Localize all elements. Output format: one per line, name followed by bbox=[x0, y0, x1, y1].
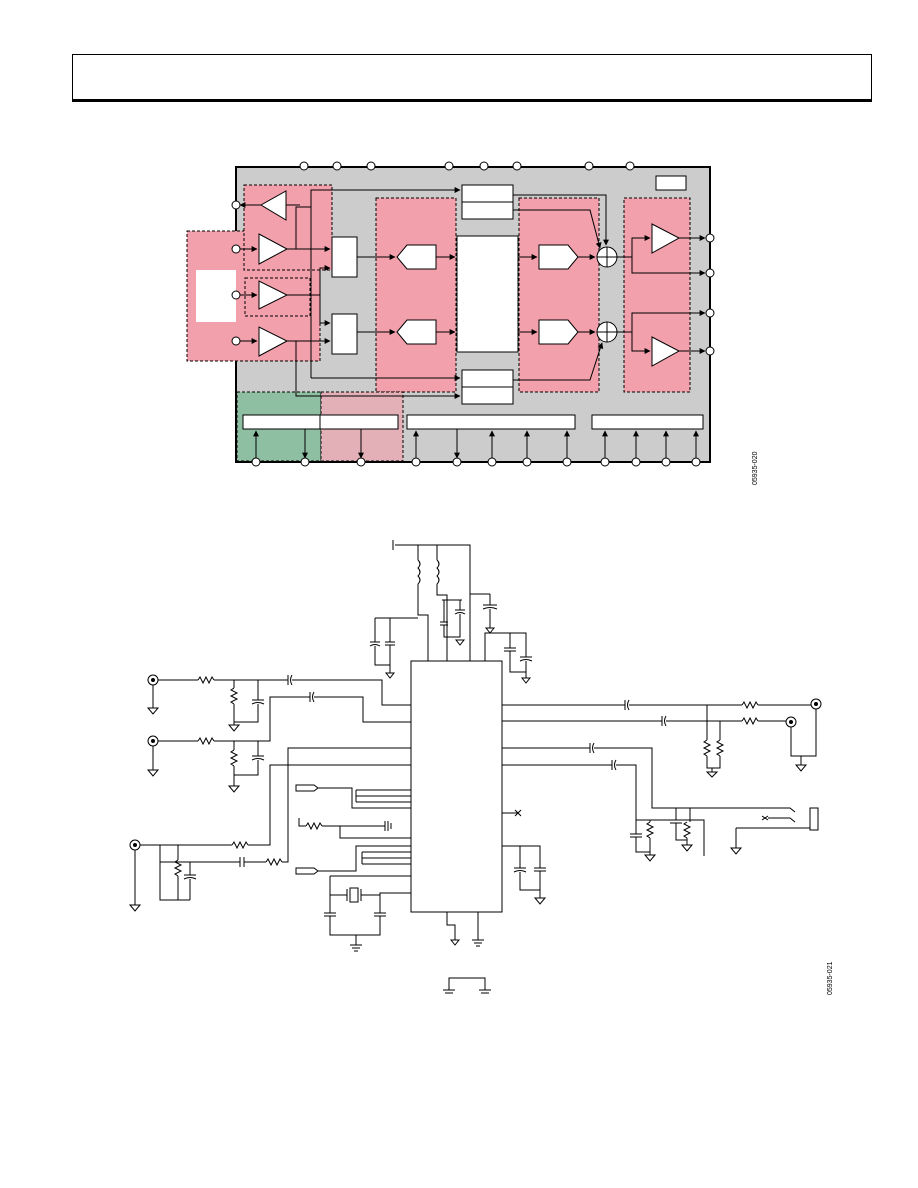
page-header-box bbox=[72, 54, 872, 102]
side-pins bbox=[231, 200, 715, 356]
adc-region bbox=[375, 197, 457, 393]
mux-block-upper bbox=[331, 236, 358, 278]
dac-region bbox=[518, 197, 600, 393]
application-schematic bbox=[128, 540, 822, 994]
dsp-block bbox=[456, 235, 519, 353]
external-white-box bbox=[196, 270, 236, 322]
bottom-pins bbox=[251, 457, 701, 467]
chip-label-box bbox=[655, 175, 687, 191]
output-buffer-region bbox=[243, 184, 333, 271]
codec-ic bbox=[410, 660, 503, 913]
dac-right-lower bbox=[538, 319, 579, 345]
input-amp-3 bbox=[258, 326, 289, 357]
mux-block-lower bbox=[331, 313, 358, 355]
top-pins bbox=[299, 161, 635, 171]
schematic-figure-code: 05935-021 bbox=[827, 961, 834, 995]
block-diagram-figure-code: 05935-020 bbox=[752, 451, 759, 485]
input-amp-2 bbox=[258, 280, 289, 310]
control-bar-right bbox=[591, 414, 704, 430]
functional-block-diagram bbox=[186, 161, 715, 467]
headphone-jack bbox=[809, 807, 819, 831]
control-bar-middle bbox=[406, 414, 576, 430]
output-amp-upper bbox=[651, 223, 681, 254]
output-amp-lower bbox=[651, 336, 681, 367]
input-amp-1 bbox=[258, 233, 289, 265]
dac-right-upper bbox=[538, 244, 579, 270]
